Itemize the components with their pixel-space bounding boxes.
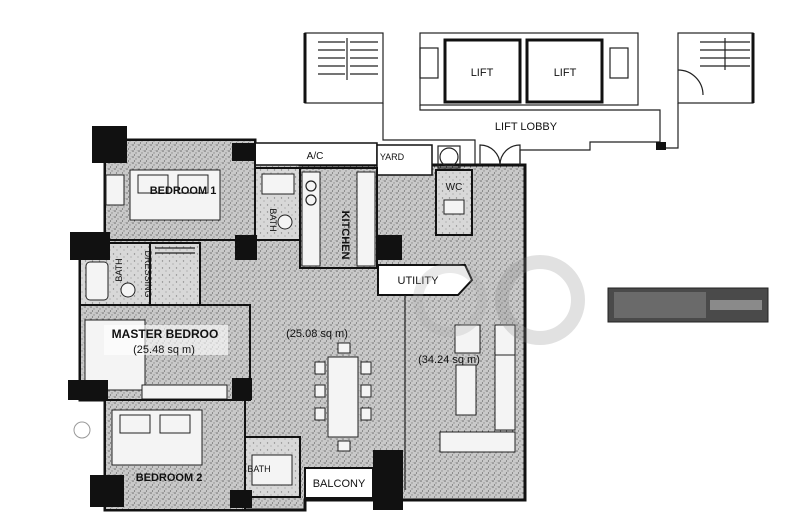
lift-lobby-label: LIFT LOBBY [495, 121, 558, 133]
dining [314, 342, 372, 452]
bedroom-2 [104, 399, 246, 511]
master-bedroom-label: MASTER BEDROO [112, 327, 219, 341]
dining-area: (25.08 sq m) [286, 328, 348, 340]
lift-left-label: LIFT [471, 67, 494, 79]
stair-left [303, 32, 384, 104]
entrance-door [479, 144, 521, 166]
bath-bottom-label: BATH [247, 464, 270, 474]
bedroom-2-label: BEDROOM 2 [136, 472, 203, 484]
logo-stamp [607, 287, 769, 323]
balcony-label: BALCONY [313, 478, 366, 490]
master-bath-label: BATH [114, 258, 124, 281]
utility-label: UTILITY [398, 275, 440, 287]
structural-columns [68, 126, 403, 510]
wc [435, 169, 473, 236]
living-area: (34.24 sq m) [418, 354, 480, 366]
wc-label: WC [446, 182, 463, 193]
lift-shafts [419, 32, 639, 106]
utility [377, 264, 474, 296]
bath-bottom [244, 436, 301, 498]
bedroom-1-label: BEDROOM 1 [150, 185, 217, 197]
dressing-label: DRESSING [143, 250, 153, 297]
watermark [413, 255, 585, 345]
kitchen [299, 167, 378, 269]
dressing [149, 242, 201, 306]
ac-label: A/C [307, 151, 324, 162]
living [404, 295, 516, 490]
kitchen-label: KITCHEN [339, 211, 351, 260]
stair-right [677, 32, 755, 104]
master-bedroom-area: (25.48 sq m) [133, 344, 195, 356]
yard-label: YARD [380, 152, 405, 162]
yard [376, 144, 433, 176]
master-bedroom-label-bg [104, 325, 228, 355]
lift-right-label: LIFT [554, 67, 577, 79]
bath-top-label: BATH [268, 208, 278, 231]
